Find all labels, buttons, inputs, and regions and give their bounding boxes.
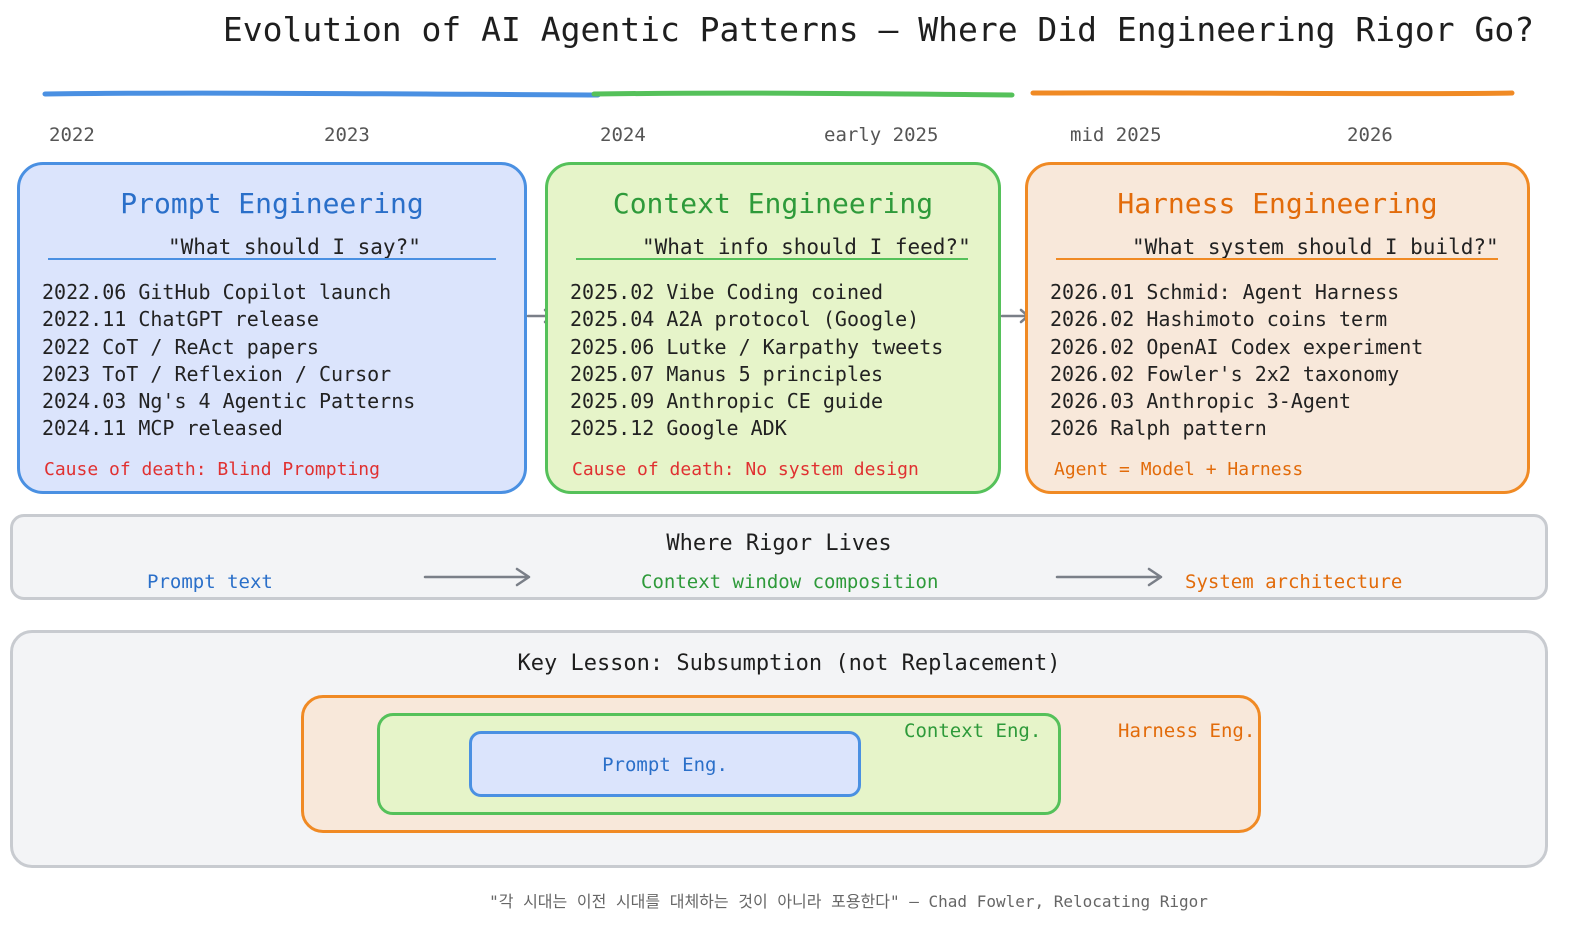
era-events: 2026.01 Schmid: Agent Harness 2026.02 Ha…: [1050, 279, 1423, 443]
quote-caption: "각 시대는 이전 시대를 대체하는 것이 아니라 포용한다" – Chad F…: [489, 892, 1208, 911]
event-item: 2024.11 MCP released: [42, 416, 283, 441]
event-item: 2025.04 A2A protocol (Google): [570, 307, 920, 332]
era-card-context: Context Engineering "What info should I …: [545, 162, 1001, 494]
event-item: 2022 CoT / ReAct papers: [42, 334, 319, 359]
era-question: "What info should I feed?": [642, 235, 971, 259]
era-events: 2022.06 GitHub Copilot launch 2022.11 Ch…: [42, 279, 415, 443]
event-item: 2026.02 OpenAI Codex experiment: [1050, 334, 1424, 359]
timeline-bar-prompt: [42, 90, 601, 98]
era-question: "What system should I build?": [1132, 235, 1499, 259]
era-footer: Cause of death: No system design: [572, 459, 919, 480]
era-underline: [576, 258, 968, 260]
lesson-panel: Key Lesson: Subsumption (not Replacement…: [10, 630, 1548, 868]
timeline-year-2024: 2024: [600, 124, 646, 146]
era-card-prompt: Prompt Engineering "What should I say?" …: [17, 162, 527, 494]
event-item: 2026.01 Schmid: Agent Harness: [1050, 280, 1400, 304]
arrow-right-icon: [423, 567, 531, 587]
event-item: 2026.03 Anthropic 3-Agent: [1050, 389, 1352, 414]
era-footer: Cause of death: Blind Prompting: [44, 459, 380, 480]
event-item: 2022.11 ChatGPT release: [42, 307, 319, 332]
timeline-bar-context: [591, 90, 1015, 98]
timeline-year-2023: 2023: [324, 124, 370, 146]
event-item: 2026.02 Fowler's 2x2 taxonomy: [1050, 361, 1400, 386]
page-title: Evolution of AI Agentic Patterns – Where…: [222, 10, 1535, 49]
event-item: 2025.09 Anthropic CE guide: [570, 389, 884, 414]
rigor-prompt-label: Prompt text: [147, 571, 273, 593]
event-item: 2024.03 Ng's 4 Agentic Patterns: [42, 389, 416, 414]
nest-prompt: Prompt Eng.: [469, 731, 861, 797]
lesson-title: Key Lesson: Subsumption (not Replacement…: [517, 651, 1061, 676]
event-item: 2026 Ralph pattern: [1050, 416, 1267, 441]
event-item: 2025.02 Vibe Coding coined: [570, 280, 884, 304]
era-title: Context Engineering: [612, 187, 934, 220]
nest-harness-label: Harness Eng.: [1118, 720, 1256, 742]
rigor-panel: Where Rigor Lives Prompt text Context wi…: [10, 514, 1548, 600]
timeline-year-2026: 2026: [1347, 124, 1393, 146]
event-item: 2026.02 Hashimoto coins term: [1050, 307, 1388, 332]
rigor-harness-label: System architecture: [1185, 571, 1403, 593]
era-card-harness: Harness Engineering "What system should …: [1025, 162, 1530, 494]
era-footer: Agent = Model + Harness: [1054, 459, 1304, 480]
nest-context-label: Context Eng.: [904, 720, 1042, 742]
timeline-year-mid-2025: mid 2025: [1070, 124, 1162, 146]
arrow-right-icon: [1055, 567, 1163, 587]
era-title: Prompt Engineering: [120, 187, 424, 220]
era-underline: [48, 258, 496, 260]
era-underline: [1056, 258, 1498, 260]
era-events: 2025.02 Vibe Coding coined 2025.04 A2A p…: [570, 279, 943, 443]
event-item: 2022.06 GitHub Copilot launch: [42, 280, 392, 304]
era-question: "What should I say?": [168, 235, 421, 259]
era-title: Harness Engineering: [1117, 187, 1438, 220]
event-item: 2023 ToT / Reflexion / Cursor: [42, 361, 392, 386]
timeline-year-2022: 2022: [49, 124, 95, 146]
event-item: 2025.07 Manus 5 principles: [570, 361, 884, 386]
timeline-bar-harness: [1030, 90, 1515, 97]
event-item: 2025.06 Lutke / Karpathy tweets: [570, 334, 944, 359]
nest-prompt-label: Prompt Eng.: [602, 754, 728, 776]
timeline-bars: [42, 90, 1515, 98]
timeline-year-early-2025: early 2025: [824, 124, 939, 146]
rigor-context-label: Context window composition: [641, 571, 939, 593]
event-item: 2025.12 Google ADK: [570, 416, 787, 441]
rigor-title: Where Rigor Lives: [666, 531, 892, 556]
